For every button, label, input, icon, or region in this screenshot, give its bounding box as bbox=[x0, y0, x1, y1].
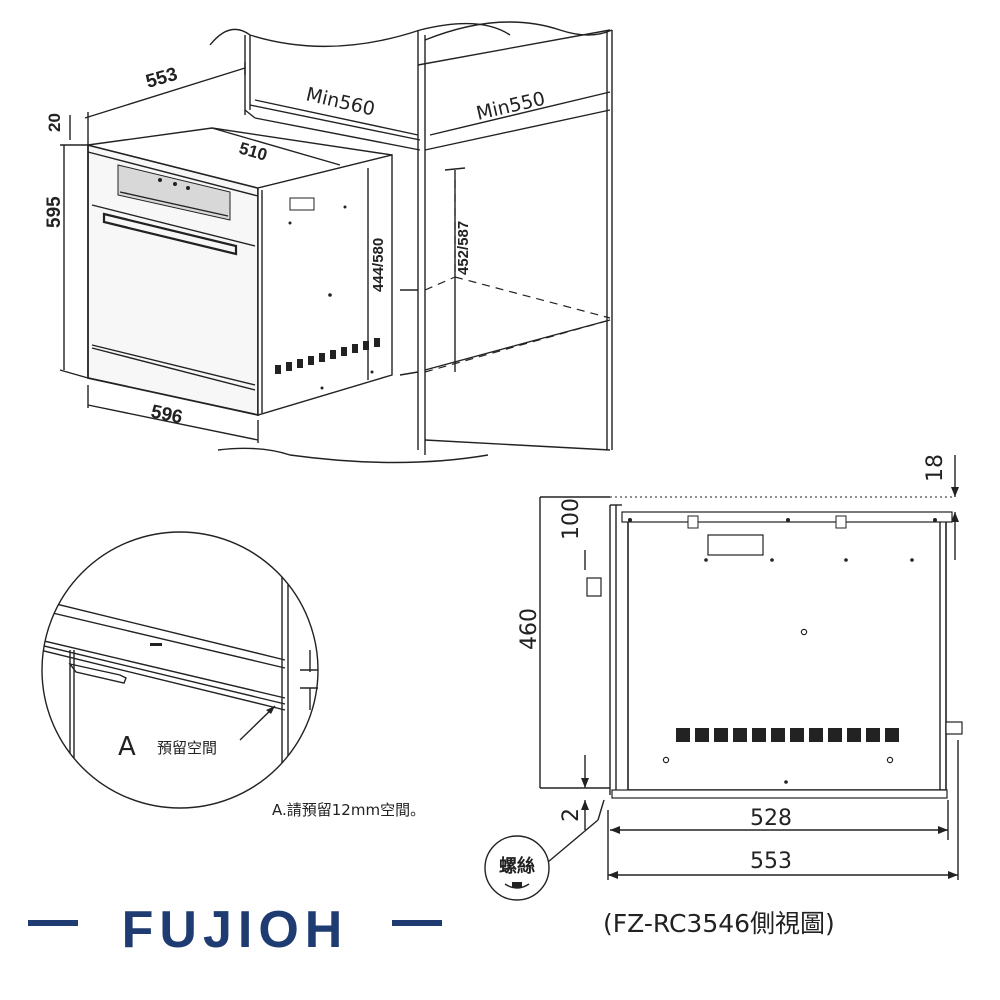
brand-logo: FUJIOH bbox=[28, 901, 442, 959]
dim-553-top: 553 bbox=[144, 64, 180, 93]
opening-dashes bbox=[424, 180, 611, 373]
side-view bbox=[484, 455, 963, 901]
dim-min550: Min550 bbox=[474, 88, 547, 125]
dim-528: 528 bbox=[750, 806, 792, 831]
detail-note: A.請預留12mm空間。 bbox=[272, 801, 425, 819]
oven-body bbox=[87, 127, 393, 417]
dim-18: 18 bbox=[923, 454, 948, 482]
side-view-caption: (FZ-RC3546側視圖) bbox=[603, 909, 835, 938]
detail-circle: A 預留空間 bbox=[41, 531, 319, 809]
dim-596: 596 bbox=[149, 401, 184, 428]
cabinet-outline bbox=[209, 21, 613, 464]
dim-20: 20 bbox=[45, 113, 64, 132]
dim-444-580: 444/580 bbox=[370, 238, 387, 292]
dim-595: 595 bbox=[44, 196, 65, 228]
dim-min560: Min560 bbox=[304, 83, 377, 120]
brand-logo-text: FUJIOH bbox=[122, 901, 349, 959]
side-vents bbox=[275, 338, 380, 374]
detail-label: 預留空間 bbox=[157, 739, 217, 757]
dim-2: 2 bbox=[559, 808, 584, 822]
dim-553-side: 553 bbox=[750, 849, 792, 874]
detail-letter: A bbox=[118, 732, 136, 762]
dim-452-587: 452/587 bbox=[455, 221, 472, 275]
isometric-view: 553 20 595 510 Min560 Min550 444/580 452… bbox=[44, 21, 613, 464]
screw-label: 螺絲 bbox=[499, 855, 535, 877]
dim-460: 460 bbox=[517, 608, 542, 650]
side-view-vents bbox=[676, 728, 899, 742]
iso-dimension-lines bbox=[59, 62, 611, 443]
dim-100: 100 bbox=[559, 498, 584, 540]
